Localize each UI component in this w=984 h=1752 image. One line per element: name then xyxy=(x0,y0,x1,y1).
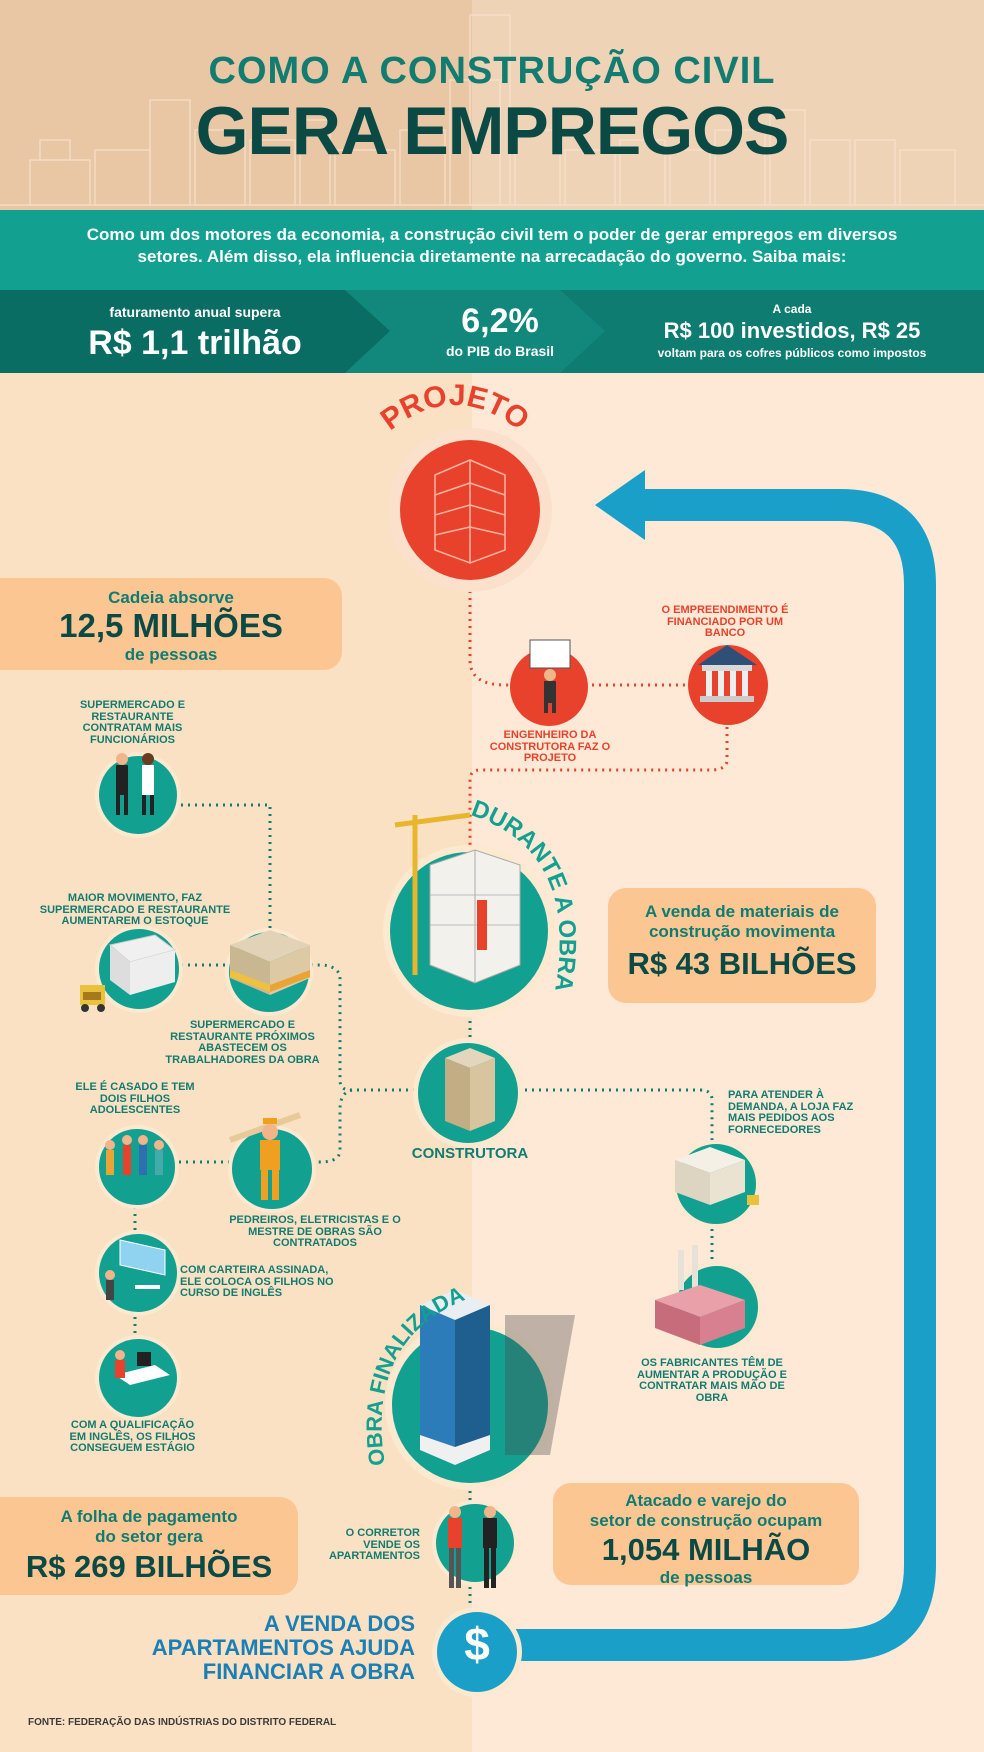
folha-line2: do setor gera xyxy=(95,1527,203,1546)
stats-bar: faturamento anual supera R$ 1,1 trilhão … xyxy=(0,290,984,373)
fabricantes-label: OS FABRICANTES TÊM DE AUMENTAR A PRODUÇÃ… xyxy=(637,1357,787,1404)
handshake-icon xyxy=(448,1506,497,1588)
venda-label: A VENDA DOS APARTAMENTOS AJUDA FINANCIAR… xyxy=(151,1611,415,1684)
super-abastecem-label: SUPERMERCADO E RESTAURANTE PRÓXIMOS ABAS… xyxy=(165,1019,320,1066)
building-wireframe-icon xyxy=(434,459,506,564)
atacado-line2: setor de construção ocupam xyxy=(589,1511,823,1530)
stat-revenue-value: R$ 1,1 trilhão xyxy=(88,324,302,362)
family-icon xyxy=(105,1135,164,1175)
maior-movimento-label: MAIOR MOVIMENTO, FAZ SUPERMERCADO E REST… xyxy=(39,892,231,927)
stat-taxes: A cada R$ 100 investidos, R$ 25 voltam p… xyxy=(600,290,984,373)
cadeia-value: 12,5 MILHÕES xyxy=(59,607,283,644)
atacado-line1: Atacado e varejo do xyxy=(625,1491,787,1510)
materiais-line2: construção movimenta xyxy=(648,922,836,941)
durante-label: DURANTE A OBRA xyxy=(468,795,581,993)
stat-pib-label: do PIB do Brasil xyxy=(445,343,555,359)
corretor-circle xyxy=(432,1500,518,1586)
engineer-label: ENGENHEIRO DA CONSTRUTORA FAZ O PROJETO xyxy=(489,729,611,764)
svg-text:PROJETO: PROJETO xyxy=(375,379,535,437)
market-building-icon xyxy=(230,930,310,995)
pedreiros-label: PEDREIROS, ELETRICISTAS E O MESTRE DE OB… xyxy=(229,1214,401,1249)
classroom-icon xyxy=(105,1239,166,1300)
stat-box-folha: A folha de pagamento do setor gera R$ 26… xyxy=(0,1497,298,1595)
svg-text:DURANTE A OBRA: DURANTE A OBRA xyxy=(468,795,581,993)
materiais-value: R$ 43 BILHÕES xyxy=(627,946,857,981)
stat-box-cadeia: Cadeia absorve 12,5 MILHÕES de pessoas xyxy=(0,578,342,670)
glass-tower-icon xyxy=(420,1290,575,1465)
worker-icon xyxy=(228,1112,302,1200)
stat-taxes-note: voltam para os cofres públicos como impo… xyxy=(657,346,927,360)
stat-taxes-value: R$ 100 investidos, R$ 25 xyxy=(663,318,921,343)
store-icon xyxy=(675,1147,759,1205)
cadeia-line1: Cadeia absorve xyxy=(108,588,234,607)
corretor-label: O CORRETOR VENDE OS APARTAMENTOS xyxy=(328,1527,420,1562)
stat-box-materiais: A venda de materiais de construção movim… xyxy=(608,888,876,1003)
finalizada-label: OBRA FINALIZADA xyxy=(362,1281,468,1467)
factory-icon xyxy=(655,1245,745,1345)
cadeia-line3: de pessoas xyxy=(124,645,218,664)
finalizada-arc-title: OBRA FINALIZADA xyxy=(362,1281,468,1467)
casado-label: ELE É CASADO E TEM DOIS FILHOS ADOLESCEN… xyxy=(75,1081,195,1116)
stat-revenue-label: faturamento anual supera xyxy=(109,304,281,320)
truck-icon xyxy=(80,934,177,1012)
folha-line1: A folha de pagamento xyxy=(60,1507,238,1526)
desk-icon xyxy=(115,1350,170,1385)
waiters-circle xyxy=(95,752,181,838)
intro-banner: Como um dos motores da economia, a const… xyxy=(0,210,984,290)
stat-taxes-label: A cada xyxy=(772,302,812,316)
intro-text: Como um dos motores da economia, a const… xyxy=(86,225,898,266)
construtora-label: CONSTRUTORA xyxy=(411,1145,529,1162)
stats-chevrons xyxy=(0,290,605,373)
stat-pib-value: 6,2% xyxy=(461,302,539,340)
svg-text:OBRA FINALIZADA: OBRA FINALIZADA xyxy=(362,1281,468,1467)
dollar-circle xyxy=(432,1607,522,1697)
construction-crane-icon xyxy=(394,812,521,984)
office-building-icon xyxy=(445,1048,495,1131)
city-skyline-illustration xyxy=(0,14,984,206)
header: COMO A CONSTRUÇÃO CIVIL GERA EMPREGOS xyxy=(0,0,984,210)
materiais-line1: A venda de materiais de xyxy=(644,902,839,921)
waiters-icon xyxy=(116,753,154,815)
super-contratam-label: SUPERMERCADO E RESTAURANTE CONTRATAM MAI… xyxy=(79,699,186,746)
stat-revenue: faturamento anual supera R$ 1,1 trilhão xyxy=(0,290,390,373)
title-line-1: COMO A CONSTRUÇÃO CIVIL xyxy=(208,50,776,92)
qualificacao-label: COM A QUALIFICAÇÃO EM INGLÊS, OS FILHOS … xyxy=(69,1419,196,1454)
bank-icon xyxy=(698,645,757,702)
projeto-arc-title: PROJETO xyxy=(375,379,535,437)
dollar-icon: $ xyxy=(464,1618,490,1670)
engineer-icon xyxy=(529,639,571,713)
folha-value: R$ 269 BILHÕES xyxy=(25,1549,273,1584)
atacado-value: 1,054 MILHÃO xyxy=(601,1532,811,1567)
title-line-2: GERA EMPREGOS xyxy=(195,93,790,169)
loja-label: PARA ATENDER À DEMANDA, A LOJA FAZ MAIS … xyxy=(728,1089,854,1136)
carteira-label: COM CARTEIRA ASSINADA, ELE COLOCA OS FIL… xyxy=(180,1264,334,1299)
stat-pib: 6,2% do PIB do Brasil xyxy=(390,290,610,373)
atacado-line4: de pessoas xyxy=(659,1568,753,1587)
stat-box-atacado: Atacado e varejo do setor de construção … xyxy=(553,1483,859,1587)
source-footer: FONTE: FEDERAÇÃO DAS INDÚSTRIAS DO DISTR… xyxy=(28,1717,337,1728)
durante-arc-title: DURANTE A OBRA xyxy=(468,795,581,993)
projeto-label: PROJETO xyxy=(375,379,535,437)
bank-label: O EMPREENDIMENTO É FINANCIADO POR UM BAN… xyxy=(661,604,789,639)
